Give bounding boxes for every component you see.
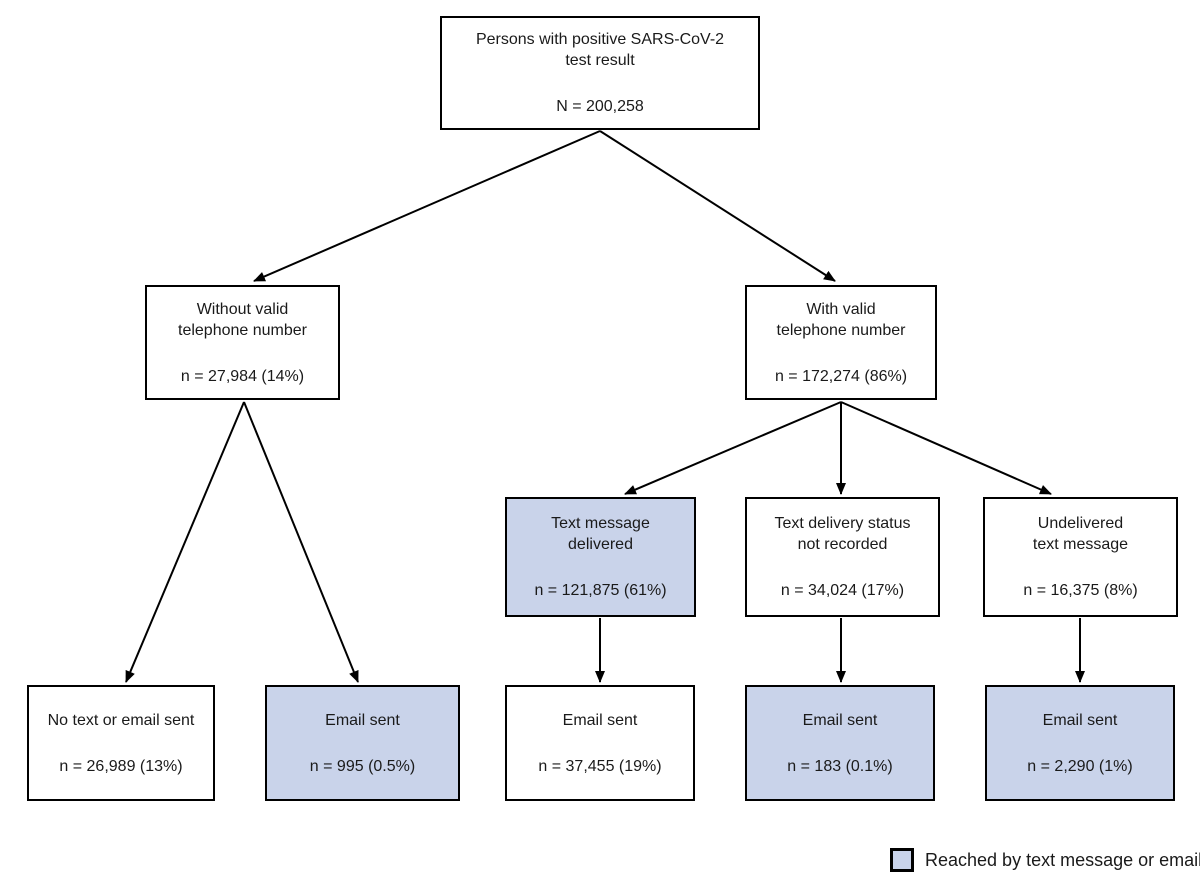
arrow-root-to-nophone — [253, 130, 601, 282]
node-title: Email sent — [325, 711, 400, 729]
node-count: n = 16,375 (8%) — [1023, 582, 1138, 599]
node-count: n = 2,290 (1%) — [1027, 757, 1133, 775]
node-positive-test: Persons with positive SARS-CoV-2 test re… — [440, 16, 760, 130]
node-count: n = 995 (0.5%) — [309, 757, 416, 775]
node-title: Text message delivered — [551, 515, 650, 553]
arrow-nophone-to-notext — [125, 401, 245, 683]
node-title: Email sent — [802, 711, 878, 729]
node-title: Email sent — [1042, 711, 1118, 729]
node-no-text-or-email: No text or email sent n = 26,989 (13%) — [27, 685, 215, 801]
node-title: Email sent — [562, 711, 638, 729]
node-title: Persons with positive SARS-CoV-2 test re… — [475, 31, 725, 69]
node-email-sent-after-delivered: Email sent n = 37,455 (19%) — [505, 685, 695, 801]
node-count: n = 34,024 (17%) — [780, 582, 905, 599]
arrow-phone-to-delivered — [624, 401, 842, 495]
legend-swatch — [890, 848, 914, 872]
legend-label: Reached by text message or email — [925, 849, 1200, 870]
node-count: n = 172,274 (86%) — [774, 367, 908, 385]
node-count: N = 200,258 — [556, 98, 644, 115]
node-title: With valid telephone number — [776, 300, 906, 339]
node-count: n = 183 (0.1%) — [787, 757, 893, 775]
node-count: n = 121,875 (61%) — [534, 582, 667, 599]
arrow-phone-to-undel — [840, 401, 1052, 495]
node-text-undelivered: Undelivered text message n = 16,375 (8%) — [983, 497, 1178, 617]
node-count: n = 27,984 (14%) — [180, 367, 305, 385]
node-count: n = 26,989 (13%) — [59, 757, 183, 775]
node-text-status-not-recorded: Text delivery status not recorded n = 34… — [745, 497, 940, 617]
arrow-root-to-phone — [599, 130, 836, 282]
node-title: No text or email sent — [47, 711, 195, 729]
node-title: Text delivery status not recorded — [774, 515, 911, 553]
node-email-sent-after-not-recorded: Email sent n = 183 (0.1%) — [745, 685, 935, 801]
legend: Reached by text message or email — [890, 848, 1200, 872]
node-without-valid-phone: Without valid telephone number n = 27,98… — [145, 285, 340, 400]
node-with-valid-phone: With valid telephone number n = 172,274 … — [745, 285, 937, 400]
arrow-nophone-to-email1 — [243, 401, 359, 683]
node-text-delivered: Text message delivered n = 121,875 (61%) — [505, 497, 696, 617]
node-count: n = 37,455 (19%) — [538, 757, 662, 775]
node-title: Without valid telephone number — [178, 300, 307, 339]
node-title: Undelivered text message — [1032, 515, 1129, 553]
node-email-sent-after-undelivered: Email sent n = 2,290 (1%) — [985, 685, 1175, 801]
node-email-sent-without-phone: Email sent n = 995 (0.5%) — [265, 685, 460, 801]
